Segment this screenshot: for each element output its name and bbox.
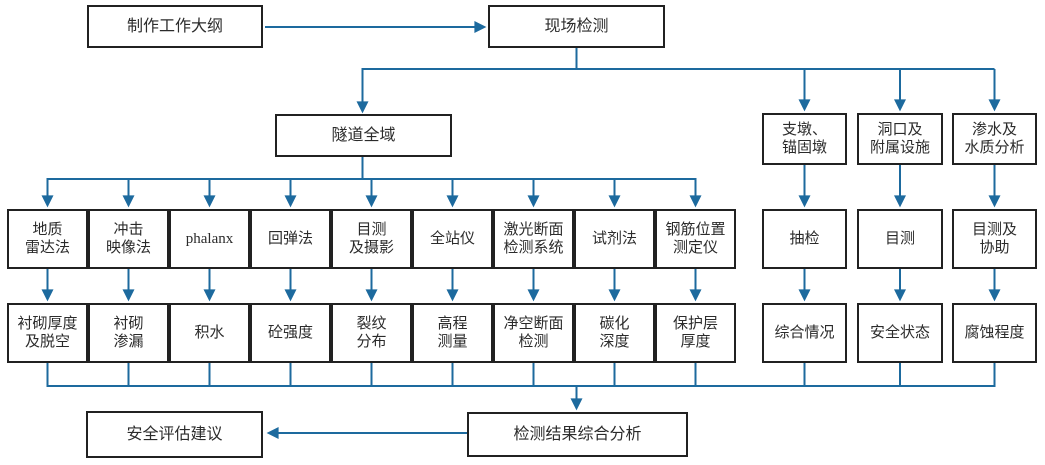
- node-safety-advice: 安全评估建议: [86, 411, 263, 458]
- node-make-outline: 制作工作大纲: [87, 5, 263, 48]
- node-result-carbonation-depth: 碳化 深度: [574, 303, 655, 363]
- node-method-geological-radar: 地质 雷达法: [7, 209, 88, 269]
- node-method-reagent: 试剂法: [574, 209, 655, 269]
- node-method-visual-assist: 目测及 协助: [952, 209, 1037, 269]
- node-method-impact-imaging: 冲击 映像法: [88, 209, 169, 269]
- node-result-lining-leakage: 衬砌 渗漏: [88, 303, 169, 363]
- node-support-piers: 支墩、 锚固墩: [762, 113, 847, 165]
- node-result-clearance-section: 净空断面 检测: [493, 303, 574, 363]
- node-result-crack-distribution: 裂纹 分布: [331, 303, 412, 363]
- node-result-elevation-survey: 高程 测量: [412, 303, 493, 363]
- node-field-inspection: 现场检测: [488, 5, 665, 48]
- node-result-cover-thickness: 保护层 厚度: [655, 303, 736, 363]
- node-method-visual-photography: 目测 及摄影: [331, 209, 412, 269]
- node-method-rebound: 回弹法: [250, 209, 331, 269]
- node-seepage-water: 渗水及 水质分析: [952, 113, 1037, 165]
- node-method-laser-section: 激光断面 检测系统: [493, 209, 574, 269]
- node-result-safety-status: 安全状态: [857, 303, 943, 363]
- node-result-corrosion-degree: 腐蚀程度: [952, 303, 1037, 363]
- node-result-concrete-strength: 砼强度: [250, 303, 331, 363]
- node-method-visual: 目测: [857, 209, 943, 269]
- node-result-ponding: 积水: [169, 303, 250, 363]
- node-method-sampling: 抽检: [762, 209, 847, 269]
- node-method-phalanx: phalanx: [169, 209, 250, 269]
- node-result-lining-thickness: 衬砌厚度 及脱空: [7, 303, 88, 363]
- node-method-total-station: 全站仪: [412, 209, 493, 269]
- node-portal-facilities: 洞口及 附属设施: [857, 113, 943, 165]
- node-tunnel-full-area: 隧道全域: [275, 114, 452, 157]
- node-result-overall-condition: 综合情况: [762, 303, 847, 363]
- node-method-rebar-locator: 钢筋位置 测定仪: [655, 209, 736, 269]
- node-result-analysis: 检测结果综合分析: [467, 412, 688, 457]
